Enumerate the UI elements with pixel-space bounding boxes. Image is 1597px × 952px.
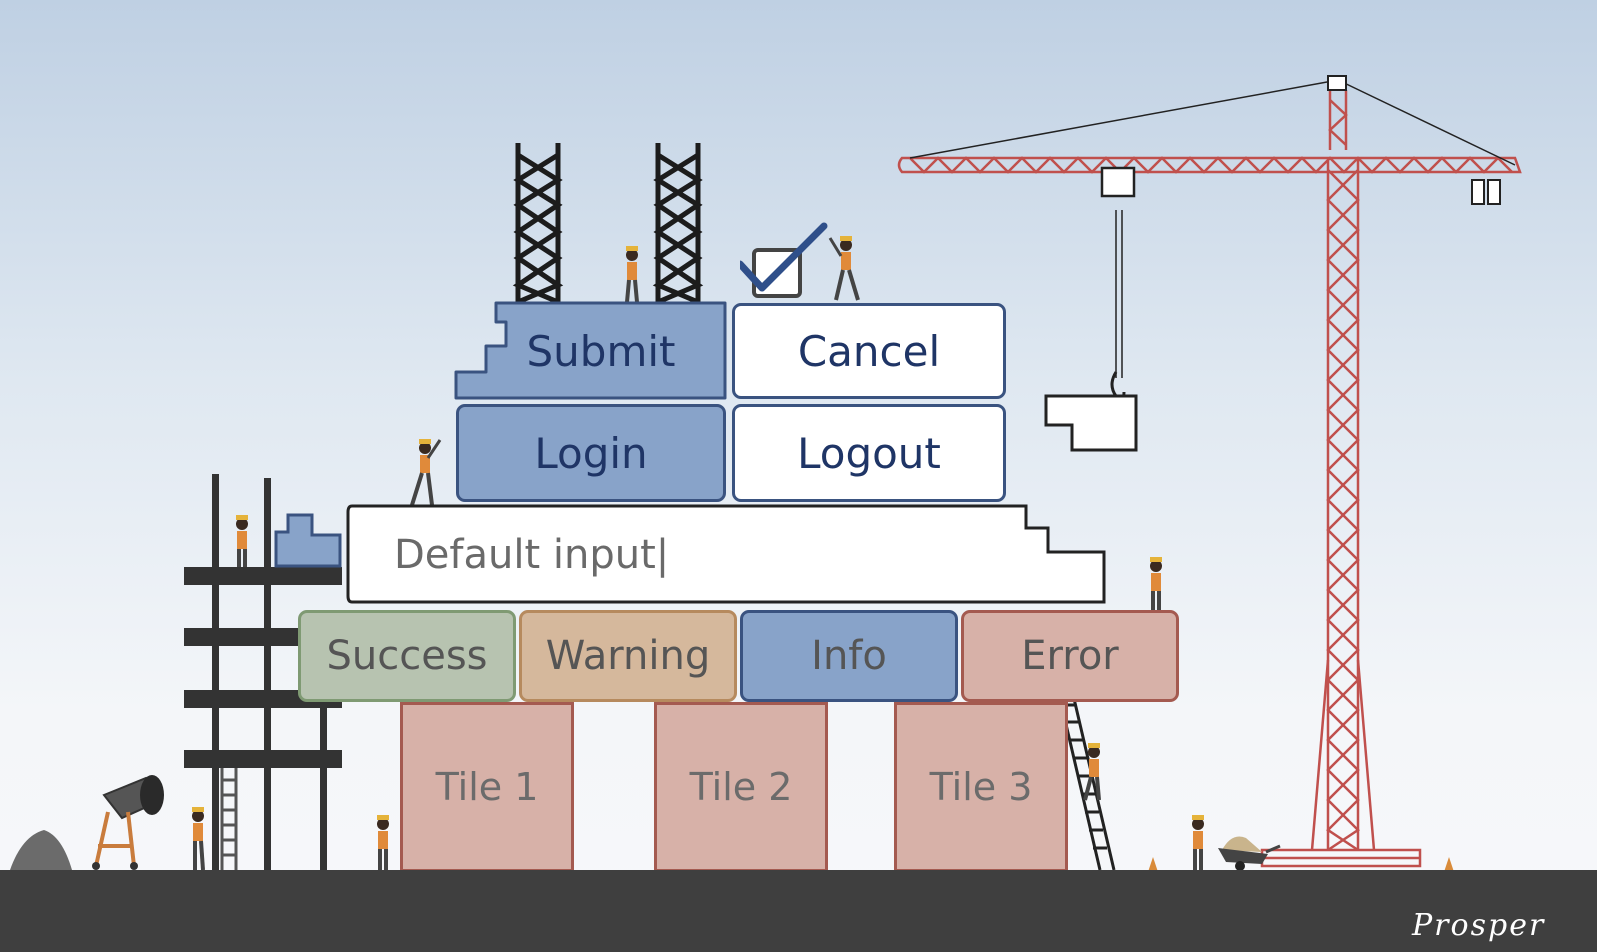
logout-label: Logout	[797, 428, 941, 478]
crane-peak	[1327, 75, 1347, 91]
login-button[interactable]: Login	[456, 404, 726, 502]
cancel-label: Cancel	[797, 326, 941, 376]
worker	[1150, 557, 1162, 610]
tile[interactable]: Tile 2	[654, 702, 828, 872]
default-input[interactable]	[354, 512, 1014, 598]
traffic-cone	[1444, 857, 1454, 872]
alert-info: Info	[740, 610, 958, 702]
tower-crane	[897, 90, 1522, 868]
ground	[0, 870, 1597, 952]
tile-label: Tile 3	[929, 765, 1033, 809]
logout-button[interactable]: Logout	[732, 404, 1006, 502]
worker	[192, 807, 205, 871]
counterweight	[1471, 179, 1485, 205]
alert-success-label: Success	[326, 633, 488, 679]
brick-piece	[274, 513, 342, 568]
alert-warning-label: Warning	[545, 633, 711, 679]
lattice-tower-left	[512, 143, 564, 305]
brand-logo: Prosper	[1412, 908, 1546, 943]
checkbox-icon	[736, 222, 828, 298]
tile[interactable]: Tile 1	[400, 702, 574, 872]
worker	[1083, 743, 1101, 801]
submit-label: Submit	[526, 326, 676, 376]
submit-brick-shape	[454, 301, 727, 400]
tile-label: Tile 1	[435, 765, 539, 809]
hanging-brick	[1044, 394, 1138, 452]
alert-error: Error	[961, 610, 1179, 702]
alert-success: Success	[298, 610, 516, 702]
tile[interactable]: Tile 3	[894, 702, 1068, 872]
alert-error-label: Error	[1021, 633, 1119, 679]
submit-button[interactable]: Submit	[456, 303, 726, 399]
cancel-button[interactable]: Cancel	[732, 303, 1006, 399]
checkbox[interactable]	[736, 220, 830, 300]
cement-mixer	[92, 775, 164, 870]
worker	[377, 815, 389, 870]
traffic-cone	[1148, 857, 1158, 872]
worker	[410, 439, 442, 506]
tile-label: Tile 2	[689, 765, 793, 809]
lattice-tower-right	[652, 143, 704, 305]
crane-trolley	[1100, 166, 1136, 198]
worker	[828, 236, 860, 301]
crane-cables	[909, 79, 1516, 378]
login-label: Login	[534, 428, 648, 478]
alert-warning: Warning	[519, 610, 737, 702]
rock-pile	[10, 830, 72, 870]
counterweight	[1487, 179, 1501, 205]
alert-info-label: Info	[811, 633, 887, 679]
worker	[236, 515, 248, 567]
worker	[1192, 815, 1204, 870]
worker	[625, 246, 639, 303]
wheelbarrow	[1218, 836, 1281, 871]
